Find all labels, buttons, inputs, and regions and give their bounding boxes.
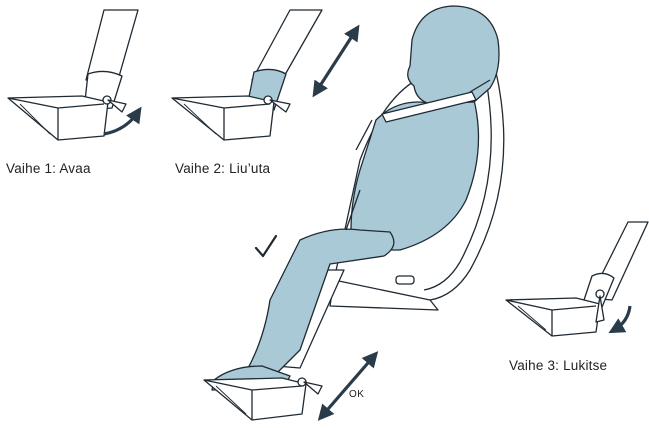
seat-illustration — [204, 6, 504, 420]
main-footrest-plate — [204, 378, 306, 420]
step1-illustration — [8, 10, 138, 140]
step2-footrest-plate — [172, 96, 274, 140]
step2-label: Vaihe 2: Liu’uta — [175, 161, 270, 176]
step1-curved-arrow-icon — [104, 112, 138, 134]
check-icon — [256, 236, 276, 256]
main-lever — [304, 382, 322, 394]
step2-double-arrow-icon — [316, 30, 356, 92]
step3-curved-arrow-icon — [614, 306, 630, 330]
step2-illustration — [172, 10, 322, 140]
step1-label: Vaihe 1: Avaa — [6, 161, 91, 176]
ok-label: OK — [349, 389, 364, 400]
main-double-arrow-icon — [322, 356, 374, 416]
seat-side-slot — [396, 276, 414, 284]
child-head — [408, 6, 499, 104]
step1-leg-tube — [86, 10, 138, 80]
step3-label: Vaihe 3: Lukitse — [509, 358, 607, 373]
